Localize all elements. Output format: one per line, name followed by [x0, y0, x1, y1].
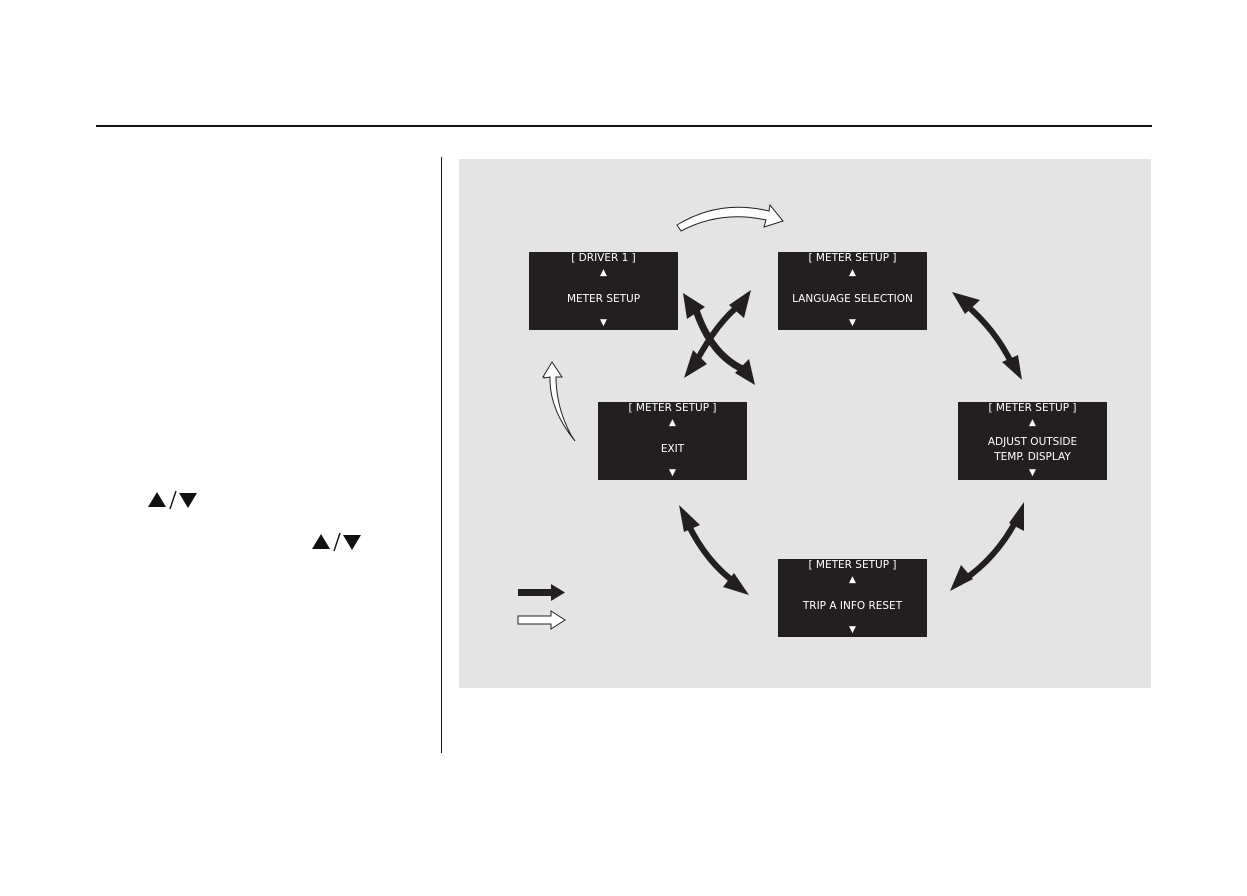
up-triangle-icon: ▲: [1029, 418, 1036, 428]
down-triangle-icon: ▼: [669, 468, 676, 478]
screen-header: [ METER SETUP ]: [808, 559, 897, 571]
arrow-trip-exit: [679, 505, 749, 595]
screen-adjust-outside-temp: [ METER SETUP ] ▲ ADJUST OUTSIDE TEMP. D…: [958, 402, 1107, 480]
up-triangle-icon: ▲: [849, 575, 856, 585]
arrow-language-adjust: [952, 292, 1022, 380]
screen-line: LANGUAGE SELECTION: [792, 293, 913, 305]
column-divider: [441, 157, 442, 753]
up-down-symbol-2: [312, 532, 368, 557]
screen-header: [ METER SETUP ]: [628, 402, 717, 414]
up-triangle-icon: ▲: [600, 268, 607, 278]
down-triangle-icon: ▼: [849, 625, 856, 635]
screen-exit: [ METER SETUP ] ▲ EXIT ▼: [598, 402, 747, 480]
screen-header: [ METER SETUP ]: [988, 402, 1077, 414]
double-arrow-exit-language: [683, 293, 755, 385]
arrow-exit-language: [684, 290, 751, 378]
up-down-symbol-1: [148, 490, 204, 515]
screen-lines: ADJUST OUTSIDE TEMP. DISPLAY: [958, 435, 1107, 465]
screen-trip-a-info-reset: [ METER SETUP ] ▲ TRIP A INFO RESET ▼: [778, 559, 927, 637]
arrow-adjust-trip: [950, 502, 1024, 591]
screen-line: METER SETUP: [566, 293, 641, 305]
legend-light-arrow: [517, 610, 566, 630]
up-triangle-icon: ▲: [849, 268, 856, 278]
screen-line: TEMP. DISPLAY: [994, 451, 1071, 463]
screen-language-selection: [ METER SETUP ] ▲ LANGUAGE SELECTION ▼: [778, 252, 927, 330]
down-triangle-icon: ▼: [600, 318, 607, 328]
screen-line: TRIP A INFO RESET: [802, 600, 903, 612]
header-rule: [96, 125, 1152, 127]
screen-line: ADJUST OUTSIDE: [987, 436, 1078, 448]
screen-header: [ METER SETUP ]: [808, 252, 897, 264]
diagram-arrows: [683, 293, 755, 385]
up-triangle-icon: ▲: [669, 418, 676, 428]
screen-line: EXIT: [660, 443, 685, 455]
arrow-exit-to-driver: [542, 361, 576, 442]
screen-driver-1: [ DRIVER 1 ] ▲ METER SETUP ▼: [529, 252, 678, 330]
arrow-driver-to-language: [676, 203, 784, 232]
flow-arrows: [517, 203, 1024, 630]
down-triangle-icon: ▼: [849, 318, 856, 328]
screen-header: [ DRIVER 1 ]: [571, 252, 636, 264]
down-triangle-icon: ▼: [1029, 468, 1036, 478]
legend-dark-arrow: [518, 584, 565, 601]
